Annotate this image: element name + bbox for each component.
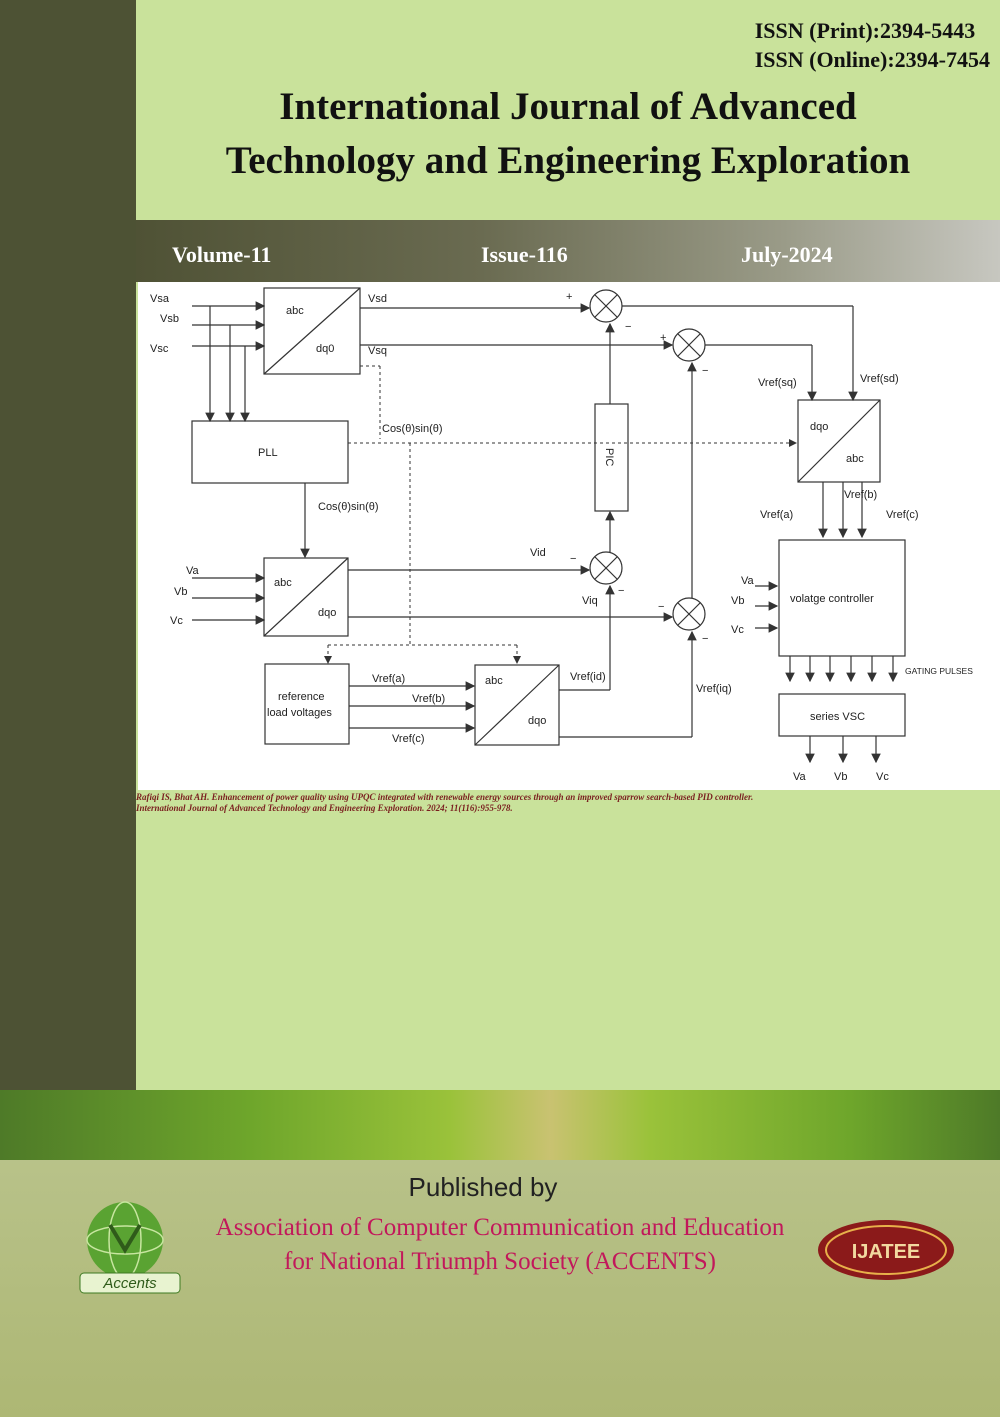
header-panel [136, 0, 1000, 220]
journal-title-line1: International Journal of Advanced [279, 85, 857, 128]
output-va: Va [793, 771, 807, 783]
label-vref-iq: Vref(iq) [696, 683, 732, 695]
controller-label: volatge controller [790, 593, 874, 605]
ijatee-logo: IJATEE [816, 1218, 956, 1282]
publisher-name-line1: Association of Computer Communication an… [215, 1214, 785, 1241]
left-color-band [0, 0, 136, 1090]
series-vsc-label: series VSC [810, 711, 865, 723]
minus-sign: − [618, 585, 624, 597]
input-vsc: Vsc [150, 343, 169, 355]
input-vsb: Vsb [160, 313, 179, 325]
label-vid: Vid [530, 547, 546, 559]
input-vc: Vc [170, 615, 183, 627]
ref-load-line1: reference [278, 691, 324, 703]
ref-load-line2: load voltages [267, 707, 332, 719]
minus-sign: − [570, 553, 576, 565]
load-vref-b: Vref(b) [412, 693, 445, 705]
load-vref-a: Vref(a) [372, 673, 405, 685]
output-vb: Vb [834, 771, 847, 783]
cos-sin-top: Cos(θ)sin(θ) [382, 423, 443, 435]
label-vref-id: Vref(id) [570, 671, 606, 683]
load-vref-c: Vref(c) [392, 733, 425, 745]
dqo-abc-top: dqo [810, 421, 828, 433]
accents-logo-text: Accents [102, 1275, 157, 1292]
label-vsq: Vsq [368, 345, 387, 357]
block3-bottom-label: dqo [528, 715, 546, 727]
label-vref-c: Vref(c) [886, 509, 919, 521]
input-va: Va [186, 565, 200, 577]
plus-sign: + [660, 332, 666, 344]
publisher-name-line2: for National Triumph Society (ACCENTS) [284, 1248, 716, 1275]
output-vc: Vc [876, 771, 889, 783]
block3-top-label: abc [485, 675, 503, 687]
citation-line2: International Journal of Advanced Techno… [136, 803, 513, 813]
cover-figure: Vsa Vsb Vsc abc dq0 Vsd Vsq PLL Cos(θ)si… [138, 282, 1000, 790]
minus-sign: − [702, 365, 708, 377]
label-vref-sq: Vref(sq) [758, 377, 797, 389]
label-vref-b: Vref(b) [844, 489, 877, 501]
issn-print: ISSN (Print):2394-5443 [754, 18, 976, 43]
input-vb: Vb [174, 586, 187, 598]
cos-sin-mid: Cos(θ)sin(θ) [318, 501, 379, 513]
accents-logo: Accents [70, 1195, 190, 1300]
green-divider-bar [0, 1090, 1000, 1160]
issn-block: ISSN (Print):2394-5443 ISSN (Online):239… [755, 16, 990, 74]
block2-bottom-label: dqo [318, 607, 336, 619]
issn-online: ISSN (Online):2394-7454 [754, 47, 990, 72]
journal-title: International Journal of Advanced Techno… [136, 80, 1000, 188]
minus-sign: − [702, 633, 708, 645]
pll-label: PLL [258, 447, 278, 459]
citation-line1: Rafiqi IS, Bhat AH. Enhancement of power… [136, 792, 754, 802]
published-by: Published by [408, 1172, 558, 1202]
controller-input-vc: Vc [731, 624, 744, 636]
block2-top-label: abc [274, 577, 292, 589]
issue-label: Issue-116 [481, 242, 568, 267]
journal-title-line2: Technology and Engineering Exploration [225, 139, 911, 182]
gating-pulses-label: GATING PULSES [905, 666, 973, 676]
minus-sign: − [625, 321, 631, 333]
plus-sign: + [566, 291, 572, 303]
issue-bar: Volume-11 Issue-116 July-2024 [136, 220, 1000, 282]
label-vref-a: Vref(a) [760, 509, 793, 521]
controller-input-vb: Vb [731, 595, 744, 607]
ijatee-logo-text: IJATEE [852, 1241, 921, 1263]
label-viq: Viq [582, 595, 598, 607]
minus-sign: − [658, 601, 664, 613]
input-vsa: Vsa [150, 293, 170, 305]
citation: Rafiqi IS, Bhat AH. Enhancement of power… [136, 792, 998, 814]
pic-label: PIC [603, 448, 615, 466]
block1-top-label: abc [286, 305, 304, 317]
block1-bottom-label: dq0 [316, 343, 334, 355]
control-block-diagram: Vsa Vsb Vsc abc dq0 Vsd Vsq PLL Cos(θ)si… [150, 287, 973, 783]
label-vref-sd: Vref(sd) [860, 373, 899, 385]
controller-input-va: Va [741, 575, 755, 587]
label-vsd: Vsd [368, 293, 387, 305]
volume-label: Volume-11 [172, 242, 272, 267]
dqo-abc-bottom: abc [846, 453, 864, 465]
date-label: July-2024 [741, 242, 833, 267]
